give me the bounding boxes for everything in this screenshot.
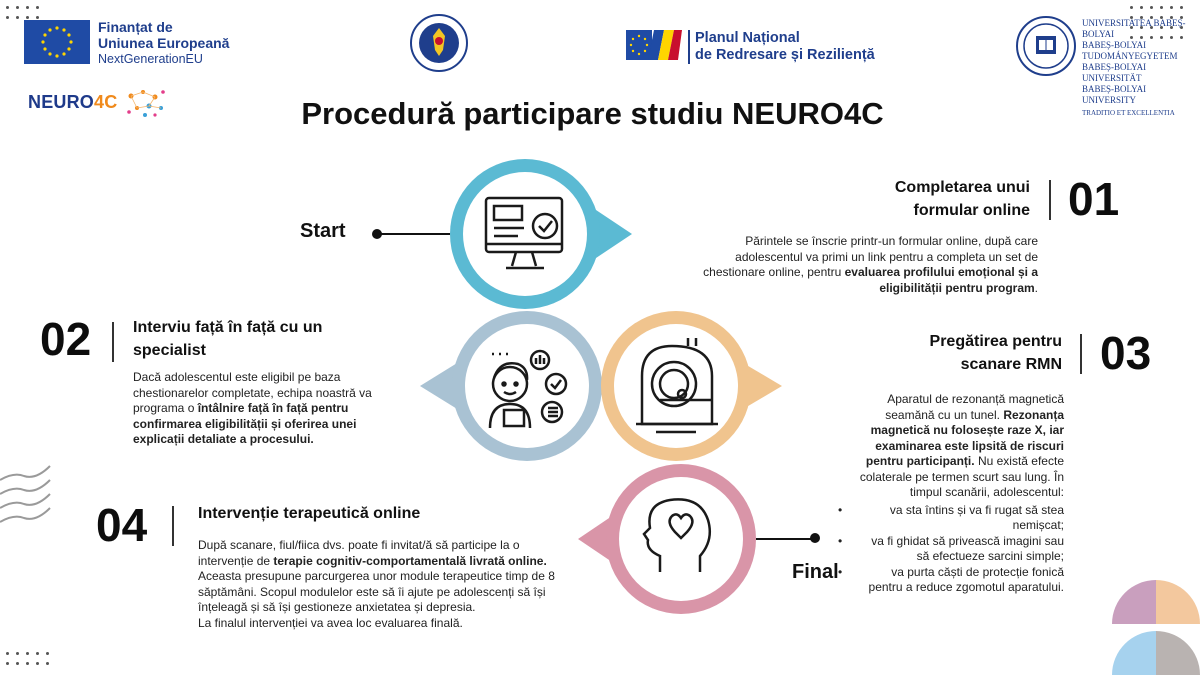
step2-number: 02 <box>40 313 92 365</box>
romanian-government-seal <box>410 14 468 72</box>
neuro-network-icon <box>126 90 165 117</box>
start-connector <box>378 233 450 235</box>
ubb-line3: BABEȘ-BOLYAI UNIVERSITÄT <box>1082 62 1147 83</box>
step1-heading-line1: Completarea unui <box>894 179 1030 196</box>
pnrr-line1: Planul Național <box>695 30 800 46</box>
step3-description: Aparatul de rezonanță magnetică seamănă … <box>838 392 1064 596</box>
step1-description: Părintele se înscrie printr-un formular … <box>700 234 1038 296</box>
step4-divider <box>172 506 174 546</box>
step3-bullet-list: va sta întins și va fi rugat să stea nem… <box>838 503 1064 596</box>
start-node <box>372 229 382 239</box>
decor-dots-top-left <box>6 6 39 19</box>
step2-heading-line2: specialist <box>133 342 206 359</box>
step3-heading-line2: scanare RMN <box>960 356 1062 373</box>
step1-text-a: Părintele se înscrie printr-un formular … <box>703 234 1038 279</box>
step1-divider <box>1049 180 1051 220</box>
step3-heading-line1: Pregătirea pentru <box>929 333 1062 350</box>
decor-dots-bottom-left <box>6 652 49 665</box>
step2-circle <box>420 311 602 461</box>
neuro-logo-suffix: 4C <box>94 91 118 112</box>
ubb-university-text: UNIVERSITATEA BABEȘ-BOLYAI BABEȘ-BOLYAI … <box>1082 18 1200 119</box>
ubb-university-seal <box>1016 16 1076 76</box>
list-item: va purta căști de protecție fonică pentr… <box>838 565 1064 596</box>
step3-text-b: Nu există efecte colaterale pe termen sc… <box>859 454 1064 499</box>
computer-checklist-icon <box>484 196 564 270</box>
pnrr-text: Planul Național de Redresare și Rezilien… <box>688 30 875 64</box>
list-item: va sta întins și va fi rugat să stea nem… <box>838 503 1064 534</box>
step4-number: 04 <box>96 499 148 551</box>
final-node <box>810 533 820 543</box>
step4-circle <box>578 464 756 614</box>
neuro-logo-main: NEURO <box>28 91 95 112</box>
page-title: Procedură participare studiu NEURO4C <box>301 96 884 131</box>
step2-divider <box>112 322 114 362</box>
ubb-motto: TRADITIO ET EXCELLENTIA <box>1082 109 1175 117</box>
final-connector <box>756 538 812 540</box>
step1-number: 01 <box>1068 173 1120 225</box>
head-heart-icon <box>642 498 711 572</box>
eu-line1: Finanțat de <box>98 19 173 35</box>
step3-divider <box>1080 334 1082 374</box>
eu-flag-logo <box>24 20 90 64</box>
step2-heading-line1: Interviu față în față cu un <box>133 319 323 336</box>
ubb-line4: BABEȘ-BOLYAI UNIVERSITY <box>1082 84 1147 105</box>
step1-heading-line2: formular online <box>913 202 1030 219</box>
step4-text-c: La finalul intervenției va avea loc eval… <box>198 615 463 630</box>
neuro4c-logo: NEURO4C <box>28 88 167 118</box>
ubb-line1: UNIVERSITATEA BABEȘ-BOLYAI <box>1082 18 1186 39</box>
step4-text-bold: terapie cognitiv-comportamentală livrată… <box>273 553 547 568</box>
step3-circle <box>601 311 782 461</box>
step1-heading: Completarea unui formular online <box>830 176 1030 222</box>
final-label: Final <box>792 561 839 583</box>
step3-text-a: Aparatul de rezonanță magnetică seamănă … <box>885 392 1064 422</box>
step1-circle <box>450 159 632 309</box>
step2-heading: Interviu față în față cu un specialist <box>133 316 393 362</box>
pnrr-flag-logo <box>626 30 682 65</box>
step3-text-bold: Rezonanța magnetică nu folosește raze X,… <box>865 407 1064 469</box>
step1-text-bold: evaluarea profilului emoțional și a elig… <box>844 265 1038 295</box>
decor-shapes-bottom-right <box>1112 580 1200 675</box>
step2-text-bold: întâlnire față în față pentru confirmare… <box>133 401 357 446</box>
pnrr-line2: de Redresare și Reziliență <box>695 47 875 63</box>
start-label: Start <box>300 220 346 242</box>
eu-line3: NextGenerationEU <box>98 52 203 66</box>
person-tasks-icon <box>488 349 568 429</box>
step4-text-a: După scanare, fiul/fiica dvs. poate fi i… <box>198 538 520 568</box>
step1-text-b: . <box>1034 280 1038 295</box>
step4-text-b: Aceasta presupune parcurgerea unor modul… <box>198 569 555 614</box>
step2-description: Dacă adolescentul este eligibil pe baza … <box>133 370 403 448</box>
step3-number: 03 <box>1100 327 1152 379</box>
decor-wavy-lines <box>0 465 51 523</box>
step4-description: După scanare, fiul/fiica dvs. poate fi i… <box>198 538 578 631</box>
mri-scanner-icon <box>636 338 718 434</box>
eu-line2: Uniunea Europeană <box>98 35 230 51</box>
ubb-line2: BABEȘ-BOLYAI TUDOMÁNYEGYETEM <box>1082 40 1178 61</box>
step2-text-a: Dacă adolescentul este eligibil pe baza … <box>133 370 372 415</box>
step3-heading: Pregătirea pentru scanare RMN <box>860 330 1062 376</box>
step4-heading: Intervenție terapeutică online <box>198 505 421 522</box>
list-item: va fi ghidat să privească imagini sau să… <box>838 534 1064 565</box>
decor-dots-top-right <box>1130 6 1183 39</box>
eu-funding-text: Finanțat de Uniunea Europeană NextGenera… <box>98 19 229 67</box>
